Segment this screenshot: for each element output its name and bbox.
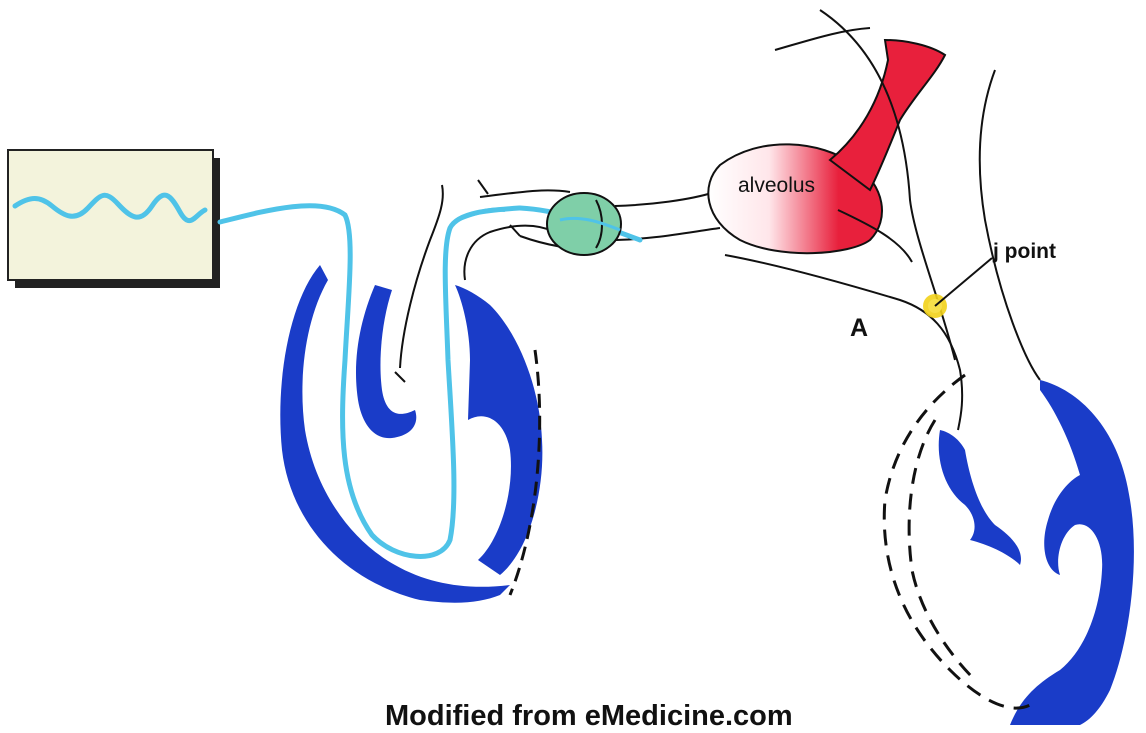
outer-heart-wall-right [1010,380,1134,725]
pressure-monitor-icon [8,150,220,288]
point-a-label: A [850,314,868,343]
catheter-balloon-icon [547,193,621,255]
source-credit: Modified from eMedicine.com [385,700,793,733]
alveolus-label: alveolus [738,174,815,198]
septum-right [939,430,1021,565]
j-point-label: j point [993,240,1056,264]
left-heart-walls [280,265,542,603]
septum-left [356,285,416,438]
pulmonary-vein [725,255,962,430]
pulmonary-vessel-red [830,40,945,190]
